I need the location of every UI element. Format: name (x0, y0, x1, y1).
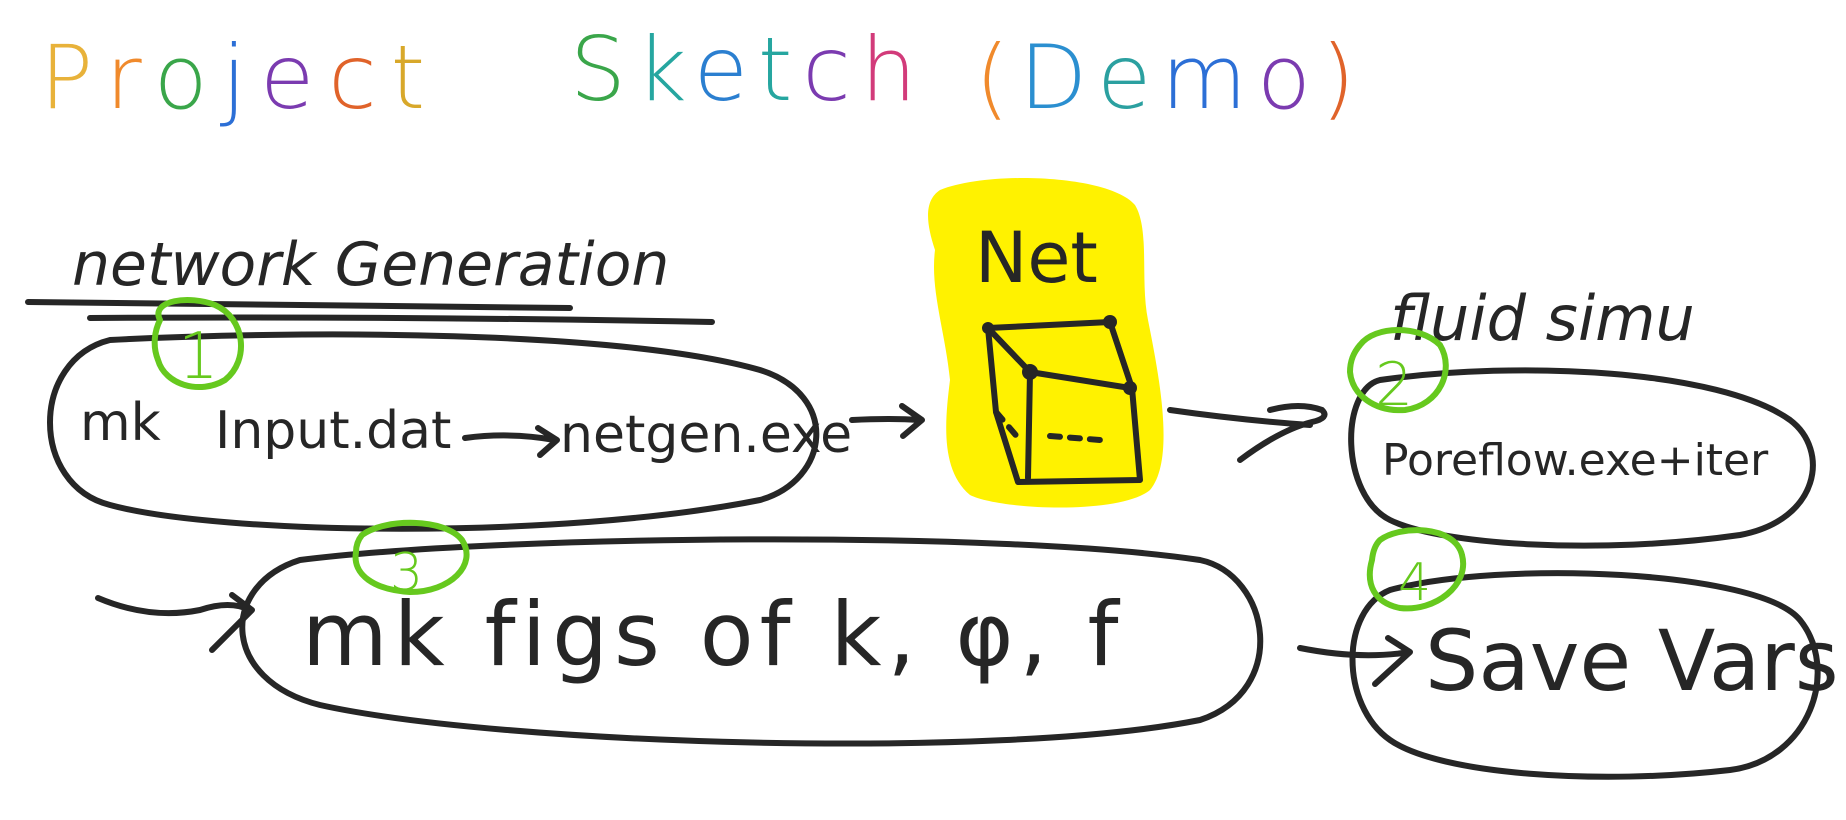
arrow-step1-to-net (849, 403, 925, 439)
title-letter: k (636, 18, 694, 121)
title-letter: h (861, 18, 927, 121)
section-heading: network Generation (72, 230, 669, 300)
title-letter: o (1257, 26, 1321, 129)
section-network-generation: network Generation (25, 230, 715, 325)
net-node: Net (928, 178, 1164, 508)
step-3-oval (239, 536, 1264, 747)
step-4-oval (1349, 570, 1821, 780)
net-highlight (928, 178, 1164, 508)
title-letter: m (1161, 26, 1257, 129)
arrow-net-to-step2 (1167, 403, 1328, 463)
title-letter: e (260, 26, 328, 129)
step-2-text: Poreflow.exe+iter (1382, 435, 1769, 486)
step-3-node: 3 mk figs of k, φ, f (95, 519, 1264, 747)
title-word-sketch: Sketch (570, 18, 927, 121)
title-letter: P (40, 26, 106, 129)
cube-icon (982, 315, 1143, 485)
title-letter: o (154, 26, 222, 129)
title-letter: e (1097, 26, 1161, 129)
arrow-step3-to-step4 (1297, 635, 1413, 687)
title-letter: c (802, 18, 860, 121)
step-1-circle (151, 297, 244, 391)
step-2-circle (1347, 327, 1449, 414)
step-1-inner-arrow (462, 425, 560, 458)
step-2-number: 2 (1375, 350, 1413, 420)
step-4-node: 4 Save Vars (1349, 527, 1839, 780)
title-letter: c (328, 26, 390, 129)
step-3-text: mk figs of k, φ, f (302, 583, 1124, 686)
step-1-mk: mk (80, 393, 161, 453)
title-letter: ( (975, 26, 1019, 129)
step-1-netgen: netgen.exe (560, 405, 852, 465)
step-3-number: 3 (390, 543, 423, 603)
title-word-project: Project (40, 26, 439, 129)
title-word-demo: (Demo) (975, 26, 1365, 129)
step-1-input-dat: Input.dat (215, 401, 451, 461)
title-letter: ) (1321, 26, 1365, 129)
step-1-number: 1 (178, 320, 219, 394)
title-letter: D (1019, 26, 1097, 129)
title-letter: r (106, 26, 154, 129)
step-3-circle (352, 519, 470, 595)
step-2-oval (1348, 367, 1816, 549)
arrow-into-step3 (95, 592, 255, 653)
step-2-node: 2 Poreflow.exe+iter (1347, 327, 1816, 549)
step-4-circle (1366, 527, 1467, 612)
step-1-oval (47, 331, 820, 532)
step-4-text: Save Vars (1425, 612, 1839, 710)
title-letter: t (391, 26, 440, 129)
title-letter: j (220, 26, 260, 129)
title-letter: S (570, 18, 636, 121)
title-letter: e (694, 18, 758, 121)
step-1-node: 1 mk Input.dat netgen.exe (47, 297, 852, 532)
net-label: Net (975, 217, 1098, 299)
sketch-title: Project Sketch (Demo) (40, 18, 1365, 129)
step-4-number: 4 (1398, 553, 1431, 613)
heading-underline (25, 299, 715, 325)
title-letter: t (758, 18, 803, 121)
